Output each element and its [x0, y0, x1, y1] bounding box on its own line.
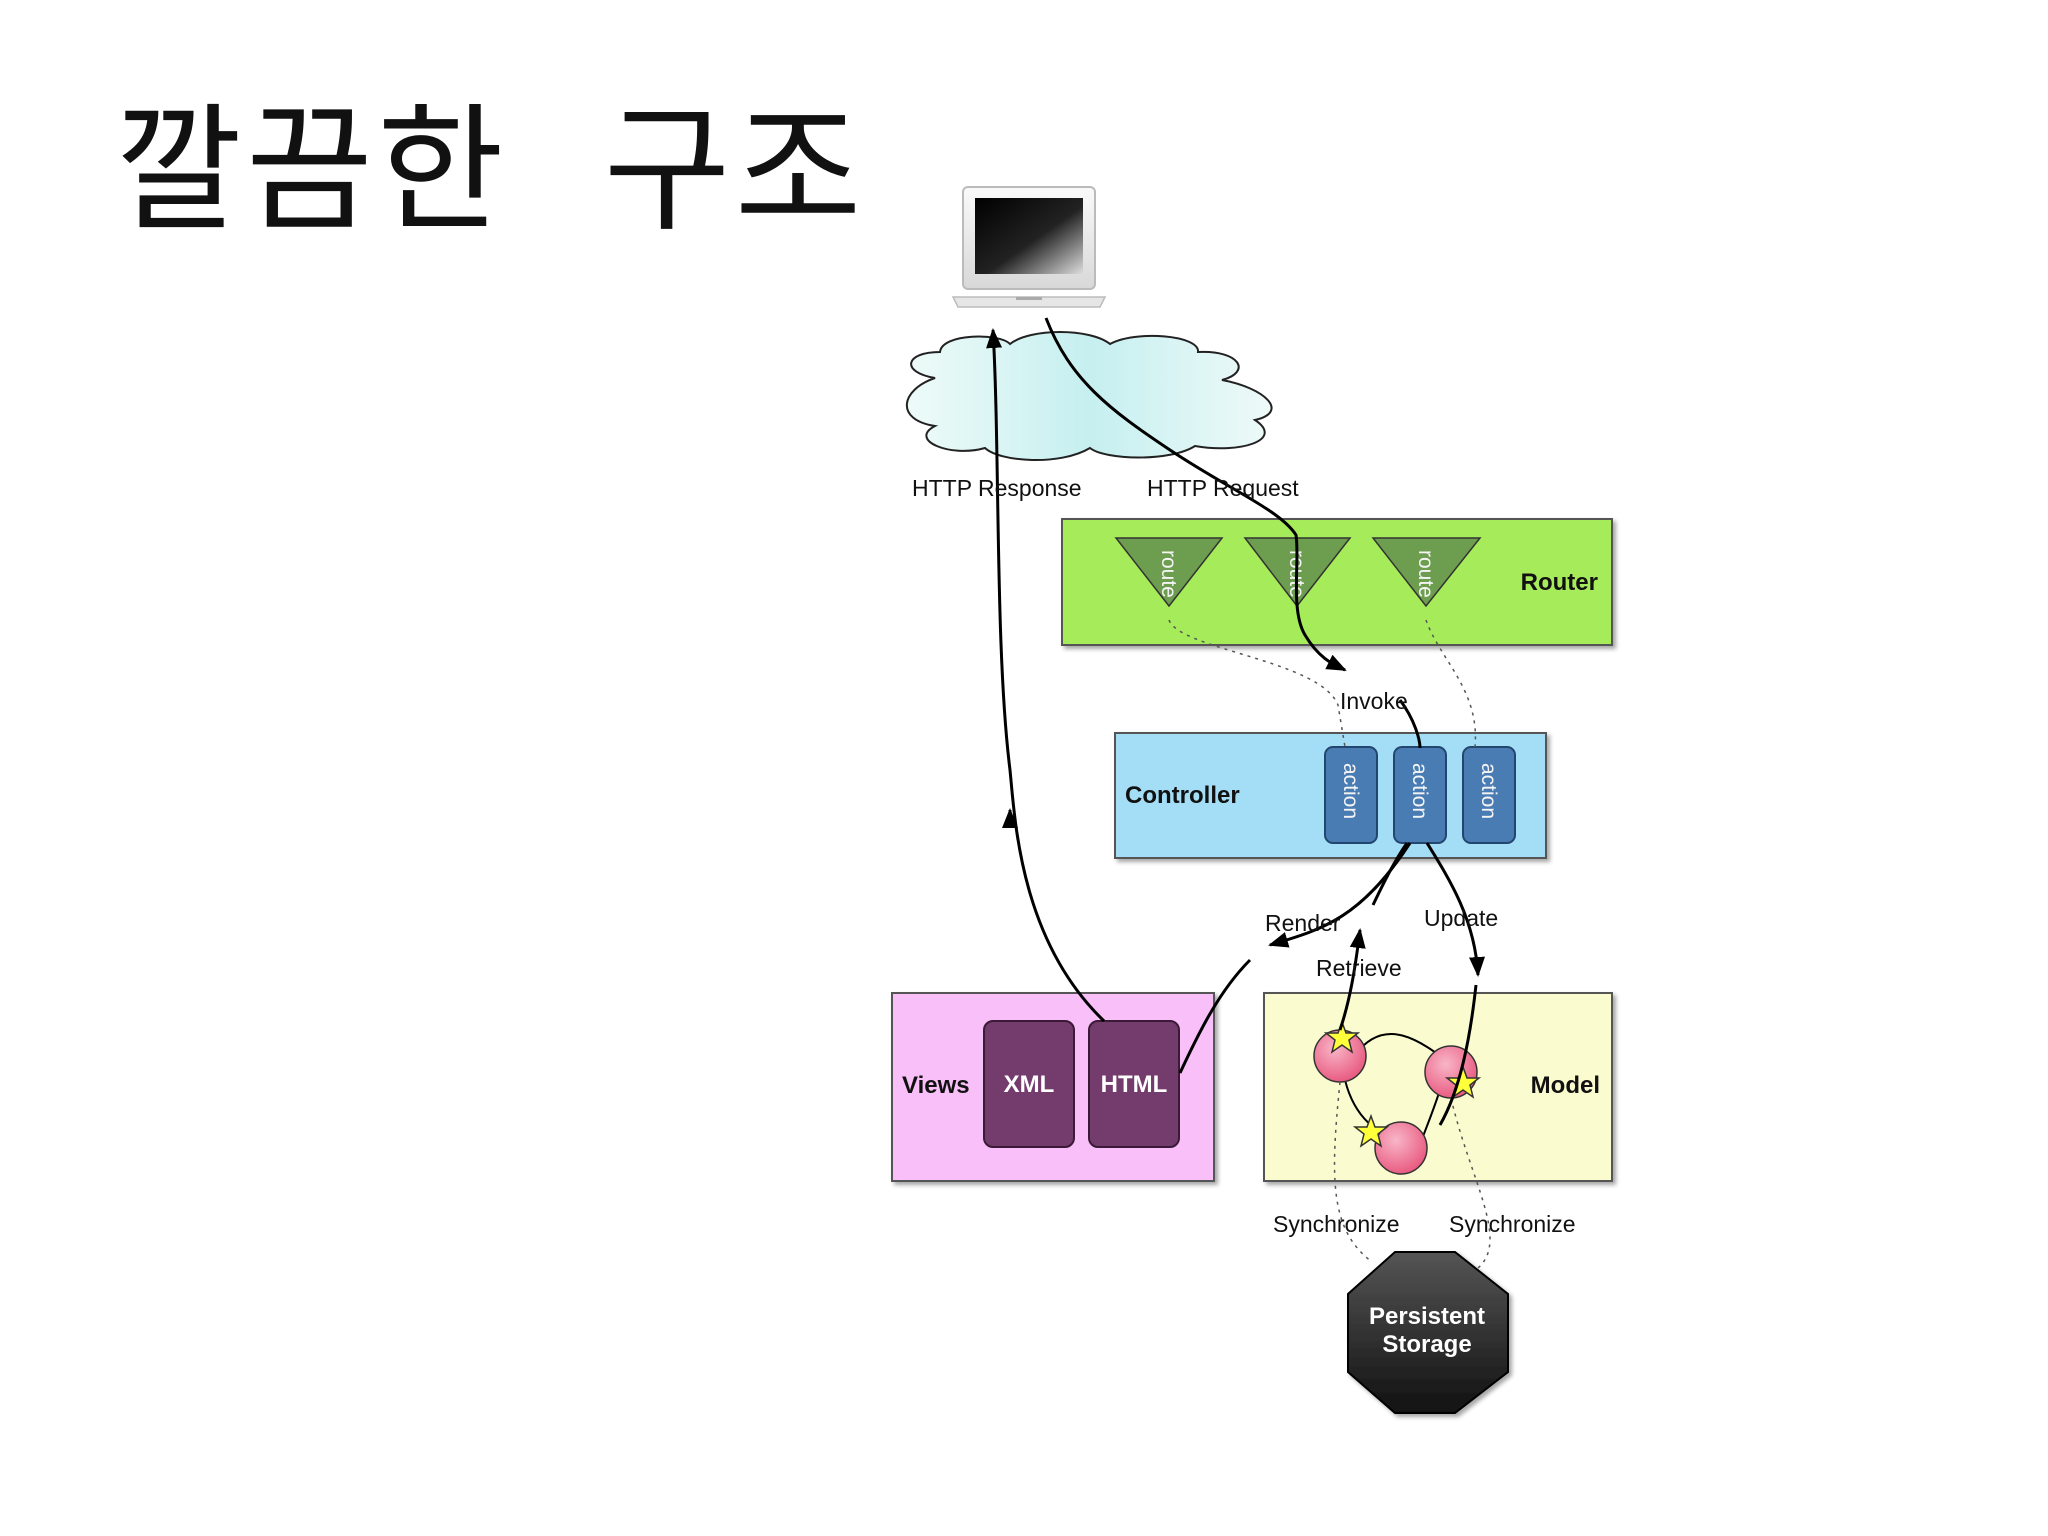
star-icon — [1323, 1019, 1361, 1054]
router-label: Router — [1521, 569, 1598, 596]
storage-label-line1: Persistent — [1369, 1303, 1485, 1330]
action-block-1: action — [1324, 746, 1378, 844]
action-block-3: action — [1462, 746, 1516, 844]
dotted-connectors — [1168, 619, 1491, 1269]
invoke-label: Invoke — [1340, 688, 1408, 714]
model-label: Model — [1531, 1072, 1600, 1099]
retrieve-label: Retrieve — [1316, 955, 1402, 981]
action-label-3: action — [1477, 763, 1500, 819]
action-label-2: action — [1408, 763, 1431, 819]
view-format-xml: XML — [983, 1020, 1075, 1148]
internet-cloud-icon — [905, 331, 1273, 462]
views-label: Views — [902, 1072, 970, 1099]
storage-label-line2: Storage — [1382, 1331, 1471, 1358]
route-label-3: route — [1414, 550, 1437, 598]
view-format-xml-label: XML — [1004, 1071, 1055, 1098]
route-block-3: route — [1371, 537, 1482, 608]
view-format-html: HTML — [1088, 1020, 1180, 1148]
render-label: Render — [1265, 910, 1341, 936]
update-label: Update — [1424, 905, 1498, 931]
http-request-label: HTTP Request — [1147, 475, 1299, 501]
persistent-storage-icon — [1347, 1251, 1509, 1414]
synchronize-label-right: Synchronize — [1449, 1211, 1576, 1237]
laptop-icon — [951, 186, 1107, 308]
route-block-1: route — [1114, 537, 1224, 608]
model-object-3 — [1374, 1121, 1428, 1175]
route-label-1: route — [1157, 550, 1180, 598]
star-icon — [1352, 1113, 1390, 1148]
slide-title: 깔끔한 구조 — [115, 90, 866, 251]
synchronize-label-left: Synchronize — [1273, 1211, 1400, 1237]
http-response-label: HTTP Response — [912, 475, 1082, 501]
controller-label: Controller — [1125, 782, 1240, 809]
action-label-1: action — [1339, 763, 1362, 819]
view-format-html-label: HTML — [1101, 1071, 1168, 1098]
action-block-2: action — [1393, 746, 1447, 844]
flow-arrows — [986, 317, 1486, 1126]
